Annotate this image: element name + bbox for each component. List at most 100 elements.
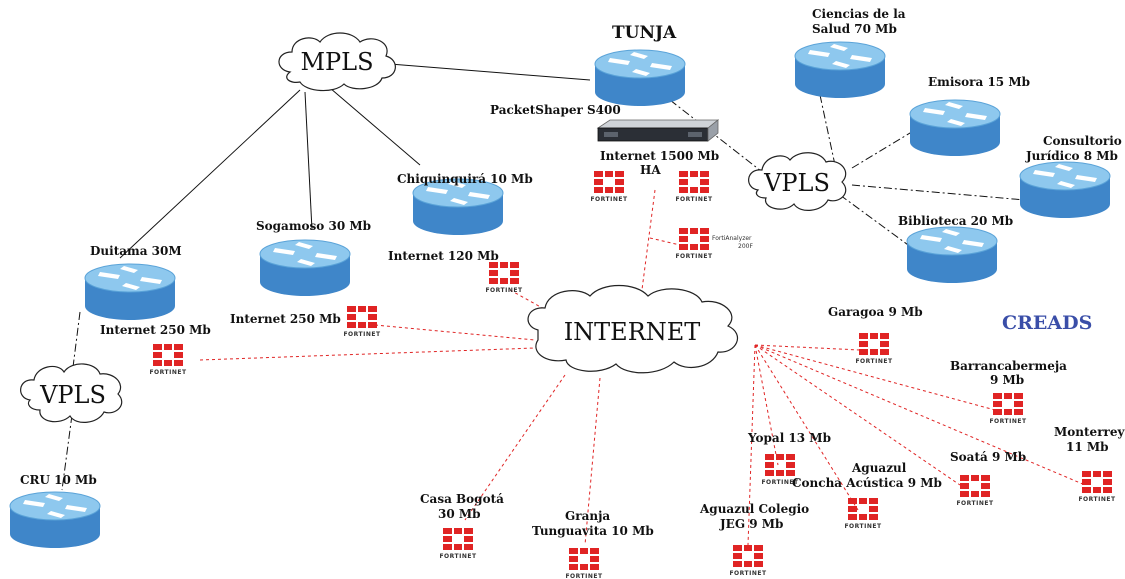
consultorio-label-2: Jurídico 8 Mb bbox=[1025, 149, 1118, 163]
fortinet-icon bbox=[594, 171, 624, 193]
fortinet-tunja-2: FORTINET bbox=[675, 171, 712, 203]
vpls-duitama-cloud: VPLS bbox=[20, 363, 123, 423]
fortinet-icon bbox=[960, 475, 990, 497]
fortianalyzer-icon bbox=[679, 228, 709, 250]
duitama-label: Duitama 30M bbox=[90, 244, 182, 258]
fortinet-icon bbox=[848, 498, 878, 520]
link-internet-granja bbox=[584, 377, 601, 546]
mpls-links bbox=[119, 63, 591, 259]
fortinet-brand: FORTINET bbox=[565, 573, 602, 579]
granja-label-1: Granja bbox=[565, 509, 610, 523]
creads-title: CREADS bbox=[1002, 312, 1092, 334]
link-internet-tunja bbox=[639, 189, 656, 306]
vpls-main-cloud: VPLS bbox=[748, 152, 847, 211]
link-mpls-chiquinquira bbox=[329, 87, 421, 166]
fortinet-granja: FORTINET bbox=[565, 548, 602, 579]
link-internet-sogamoso bbox=[374, 324, 536, 341]
monterrey-label-1: Monterrey bbox=[1054, 425, 1125, 439]
link-internet-concha bbox=[754, 344, 859, 511]
biblioteca-label: Biblioteca 20 Mb bbox=[898, 214, 1013, 228]
casa-bogota-label-2: 30 Mb bbox=[438, 507, 481, 521]
link-internet-duitama bbox=[199, 347, 536, 361]
link-vpls-consultorio bbox=[851, 184, 1026, 201]
router-cru bbox=[9, 491, 101, 549]
vpls-duitama-label: VPLS bbox=[39, 381, 106, 409]
fortinet-chiquinquira: FORTINET bbox=[485, 262, 522, 294]
fortianalyzer-label-2: 200F bbox=[738, 243, 753, 250]
internet-duit-label: Internet 250 Mb bbox=[100, 323, 211, 337]
fortinet-soata: FORTINET bbox=[956, 475, 993, 507]
fortinet-brand: FORTINET bbox=[675, 196, 712, 203]
fortinet-monterrey: FORTINET bbox=[1078, 471, 1115, 503]
fortinet-brand: FORTINET bbox=[989, 418, 1026, 425]
granja-label-2: Tunguavita 10 Mb bbox=[532, 524, 654, 538]
fortinet-brand: FORTINET bbox=[343, 331, 380, 338]
chiquinquira-label: Chiquinquirá 10 Mb bbox=[397, 172, 533, 186]
fortianalyzer-label-1: FortiAnalyzer bbox=[712, 235, 752, 242]
fortinet-icon bbox=[733, 545, 763, 567]
fortinet-aguazul-colegio: FORTINET bbox=[729, 545, 766, 577]
fortianalyzer: FORTINET bbox=[675, 228, 712, 260]
monterrey-label-2: 11 Mb bbox=[1066, 440, 1109, 454]
garagoa-label: Garagoa 9 Mb bbox=[828, 305, 923, 319]
link-fw-analyzer bbox=[649, 237, 681, 246]
link-mpls-duitama bbox=[119, 89, 301, 259]
fortinet-brand: FORTINET bbox=[844, 523, 881, 530]
fortinet-brand: FORTINET bbox=[956, 500, 993, 507]
emisora-label: Emisora 15 Mb bbox=[928, 75, 1030, 89]
link-mpls-sogamoso bbox=[304, 91, 313, 231]
fortinet-icon bbox=[153, 344, 183, 366]
link-internet-casa bbox=[464, 374, 566, 521]
packetshaper-label: PacketShaper S400 bbox=[490, 103, 621, 117]
internet-tunja-label-2: HA bbox=[640, 163, 661, 177]
link-internet-yopal bbox=[754, 344, 779, 466]
packetshaper-device bbox=[596, 119, 720, 142]
link-internet-soata bbox=[754, 344, 961, 486]
fortinet-icon bbox=[993, 393, 1023, 415]
router-emisora bbox=[909, 99, 1001, 157]
internet-cloud: INTERNET bbox=[527, 285, 739, 374]
sogamoso-label: Sogamoso 30 Mb bbox=[256, 219, 371, 233]
fortinet-icon bbox=[443, 528, 473, 550]
fortinet-brand: FORTINET bbox=[1078, 496, 1115, 503]
barranca-label-2: 9 Mb bbox=[990, 373, 1024, 387]
internet-tunja-label-1: Internet 1500 Mb bbox=[600, 149, 719, 163]
fortinet-barranca: FORTINET bbox=[989, 393, 1026, 425]
router-chiquinquira bbox=[412, 178, 504, 236]
vpls-links bbox=[61, 94, 1026, 491]
fortinet-brand: FORTINET bbox=[149, 369, 186, 376]
fortinet-icon bbox=[765, 454, 795, 476]
fortinet-brand: FORTINET bbox=[675, 253, 712, 260]
fortinet-brand: FORTINET bbox=[761, 479, 798, 486]
soata-label: Soatá 9 Mb bbox=[950, 450, 1026, 464]
tunja-label: TUNJA bbox=[612, 23, 677, 43]
cru-label: CRU 10 Mb bbox=[20, 473, 97, 487]
ciencias-label-1: Ciencias de la bbox=[812, 7, 906, 21]
mpls-cloud: MPLS bbox=[278, 32, 396, 92]
link-mpls-tunja bbox=[389, 63, 591, 81]
fortinet-brand: FORTINET bbox=[590, 196, 627, 203]
aguazul-colegio-label-2: JEG 9 Mb bbox=[719, 517, 783, 531]
fortinet-brand: FORTINET bbox=[485, 287, 522, 294]
fortinet-aguazul-concha: FORTINET bbox=[844, 498, 881, 530]
casa-bogota-label-1: Casa Bogotá bbox=[420, 492, 504, 506]
fortinet-brand: FORTINET bbox=[729, 570, 766, 577]
internet-label: INTERNET bbox=[564, 318, 701, 346]
fortinet-garagoa: FORTINET bbox=[855, 333, 892, 365]
mpls-label: MPLS bbox=[300, 48, 373, 76]
aguazul-concha-label-2: Concha Acústica 9 Mb bbox=[792, 476, 942, 490]
fortinet-brand: FORTINET bbox=[855, 358, 892, 365]
aguazul-colegio-label-1: Aguazul Colegio bbox=[699, 502, 809, 516]
fortinet-icon bbox=[679, 171, 709, 193]
internet-chiq-label: Internet 120 Mb bbox=[388, 249, 499, 263]
router-tunja bbox=[594, 49, 686, 107]
consultorio-label-1: Consultorio bbox=[1043, 134, 1122, 148]
link-vpls-emisora bbox=[851, 129, 916, 169]
fortinet-icon bbox=[489, 262, 519, 284]
vpls-main-label: VPLS bbox=[763, 169, 830, 197]
link-vpls-cru bbox=[61, 414, 73, 491]
link-vpls-ciencias bbox=[819, 94, 836, 166]
fortinet-sogamoso: FORTINET bbox=[343, 306, 380, 338]
fortinet-icon bbox=[1082, 471, 1112, 493]
